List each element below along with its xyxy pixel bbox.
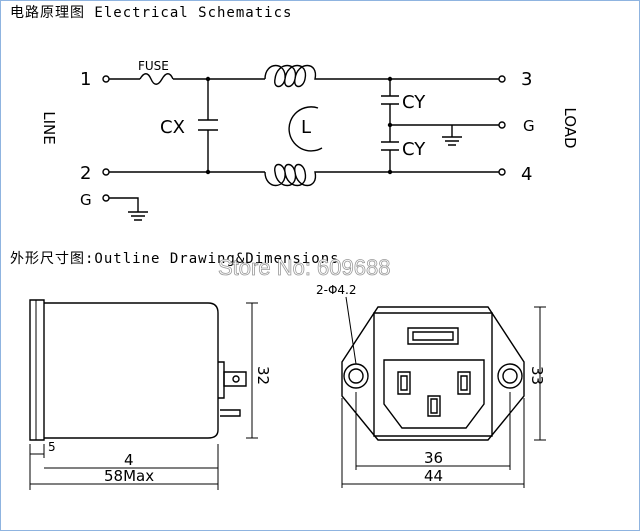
dim-label-36: 36 [424,449,443,467]
mount-hole-left-inner [348,368,364,384]
terminal-g-right-node [498,121,506,129]
dim-label-4: 4 [124,451,134,469]
terminal-4-label: 4 [521,164,532,185]
dim-extension-lines [29,444,219,490]
junction-dot [205,76,211,82]
mount-hole-left [343,363,369,389]
fuse-label: FUSE [138,59,169,73]
front-view-flange [341,306,525,441]
inlet-pin-ground [427,395,441,417]
terminal-1-label: 1 [80,69,91,90]
dim-label-58max: 58Max [104,467,154,485]
terminal-2-node [102,168,110,176]
dim-label-33: 33 [528,366,546,385]
front-view-body [373,312,493,437]
cy-bottom-label: CY [402,139,426,160]
line-side-label: LINE [40,111,58,144]
terminal-g-left-label: G [80,191,92,209]
terminal-4-node [498,168,506,176]
hole-leader-line [345,296,357,365]
mount-hole-right-inner [502,368,518,384]
junction-dot [387,169,393,175]
terminal-g-right-label: G [523,117,535,135]
dim-line-32 [246,302,258,439]
iec-inlet [383,359,485,429]
choke-bottom-coil [264,163,345,187]
dim-label-hole: 2-Φ4.2 [316,283,357,297]
store-watermark: Store No: 609688 [218,255,390,280]
load-side-label: LOAD [561,107,579,148]
terminal-2-label: 2 [80,163,91,184]
choke-top-coil [264,64,345,88]
dim-line-33 [534,306,546,441]
inductor-core-arc [288,106,323,152]
terminal-3-node [498,75,506,83]
dim-label-5: 5 [48,440,56,454]
dim-label-32: 32 [254,366,272,385]
junction-dot [205,169,211,175]
ground-symbol-right [442,125,462,146]
cy-top-label: CY [402,92,426,113]
dim-extension-lines [341,392,525,488]
side-view-tab-base [218,361,225,399]
terminal-1-node [102,75,110,83]
side-view-body [44,302,219,439]
terminal-3-label: 3 [521,69,532,90]
inlet-pin-left [397,371,411,395]
outline-drawing: Store No: 609688 32 5 4 58Max [29,255,546,490]
fuse-holder [407,327,459,345]
outline-title: 外形尺寸图:Outline Drawing&Dimensions [10,251,340,267]
cx-label: CX [160,117,185,138]
inlet-pin-right [457,371,471,395]
mount-hole-right [497,363,523,389]
schematic-title: 电路原理图 Electrical Schematics [10,5,293,21]
schematic: LINE LOAD 1 2 G 3 G 4 FUSE CX [40,59,579,221]
inductor-label: L [301,117,311,138]
dim-label-44: 44 [424,467,443,485]
cx-capacitor [198,79,218,172]
junction-dot [387,76,393,82]
side-view-tab [223,371,247,387]
side-view-ground-tab [220,409,241,417]
ground-symbol-left [109,197,148,221]
side-view-flange [29,299,45,441]
fuse-symbol [139,73,174,85]
terminal-g-left-node [102,194,110,202]
